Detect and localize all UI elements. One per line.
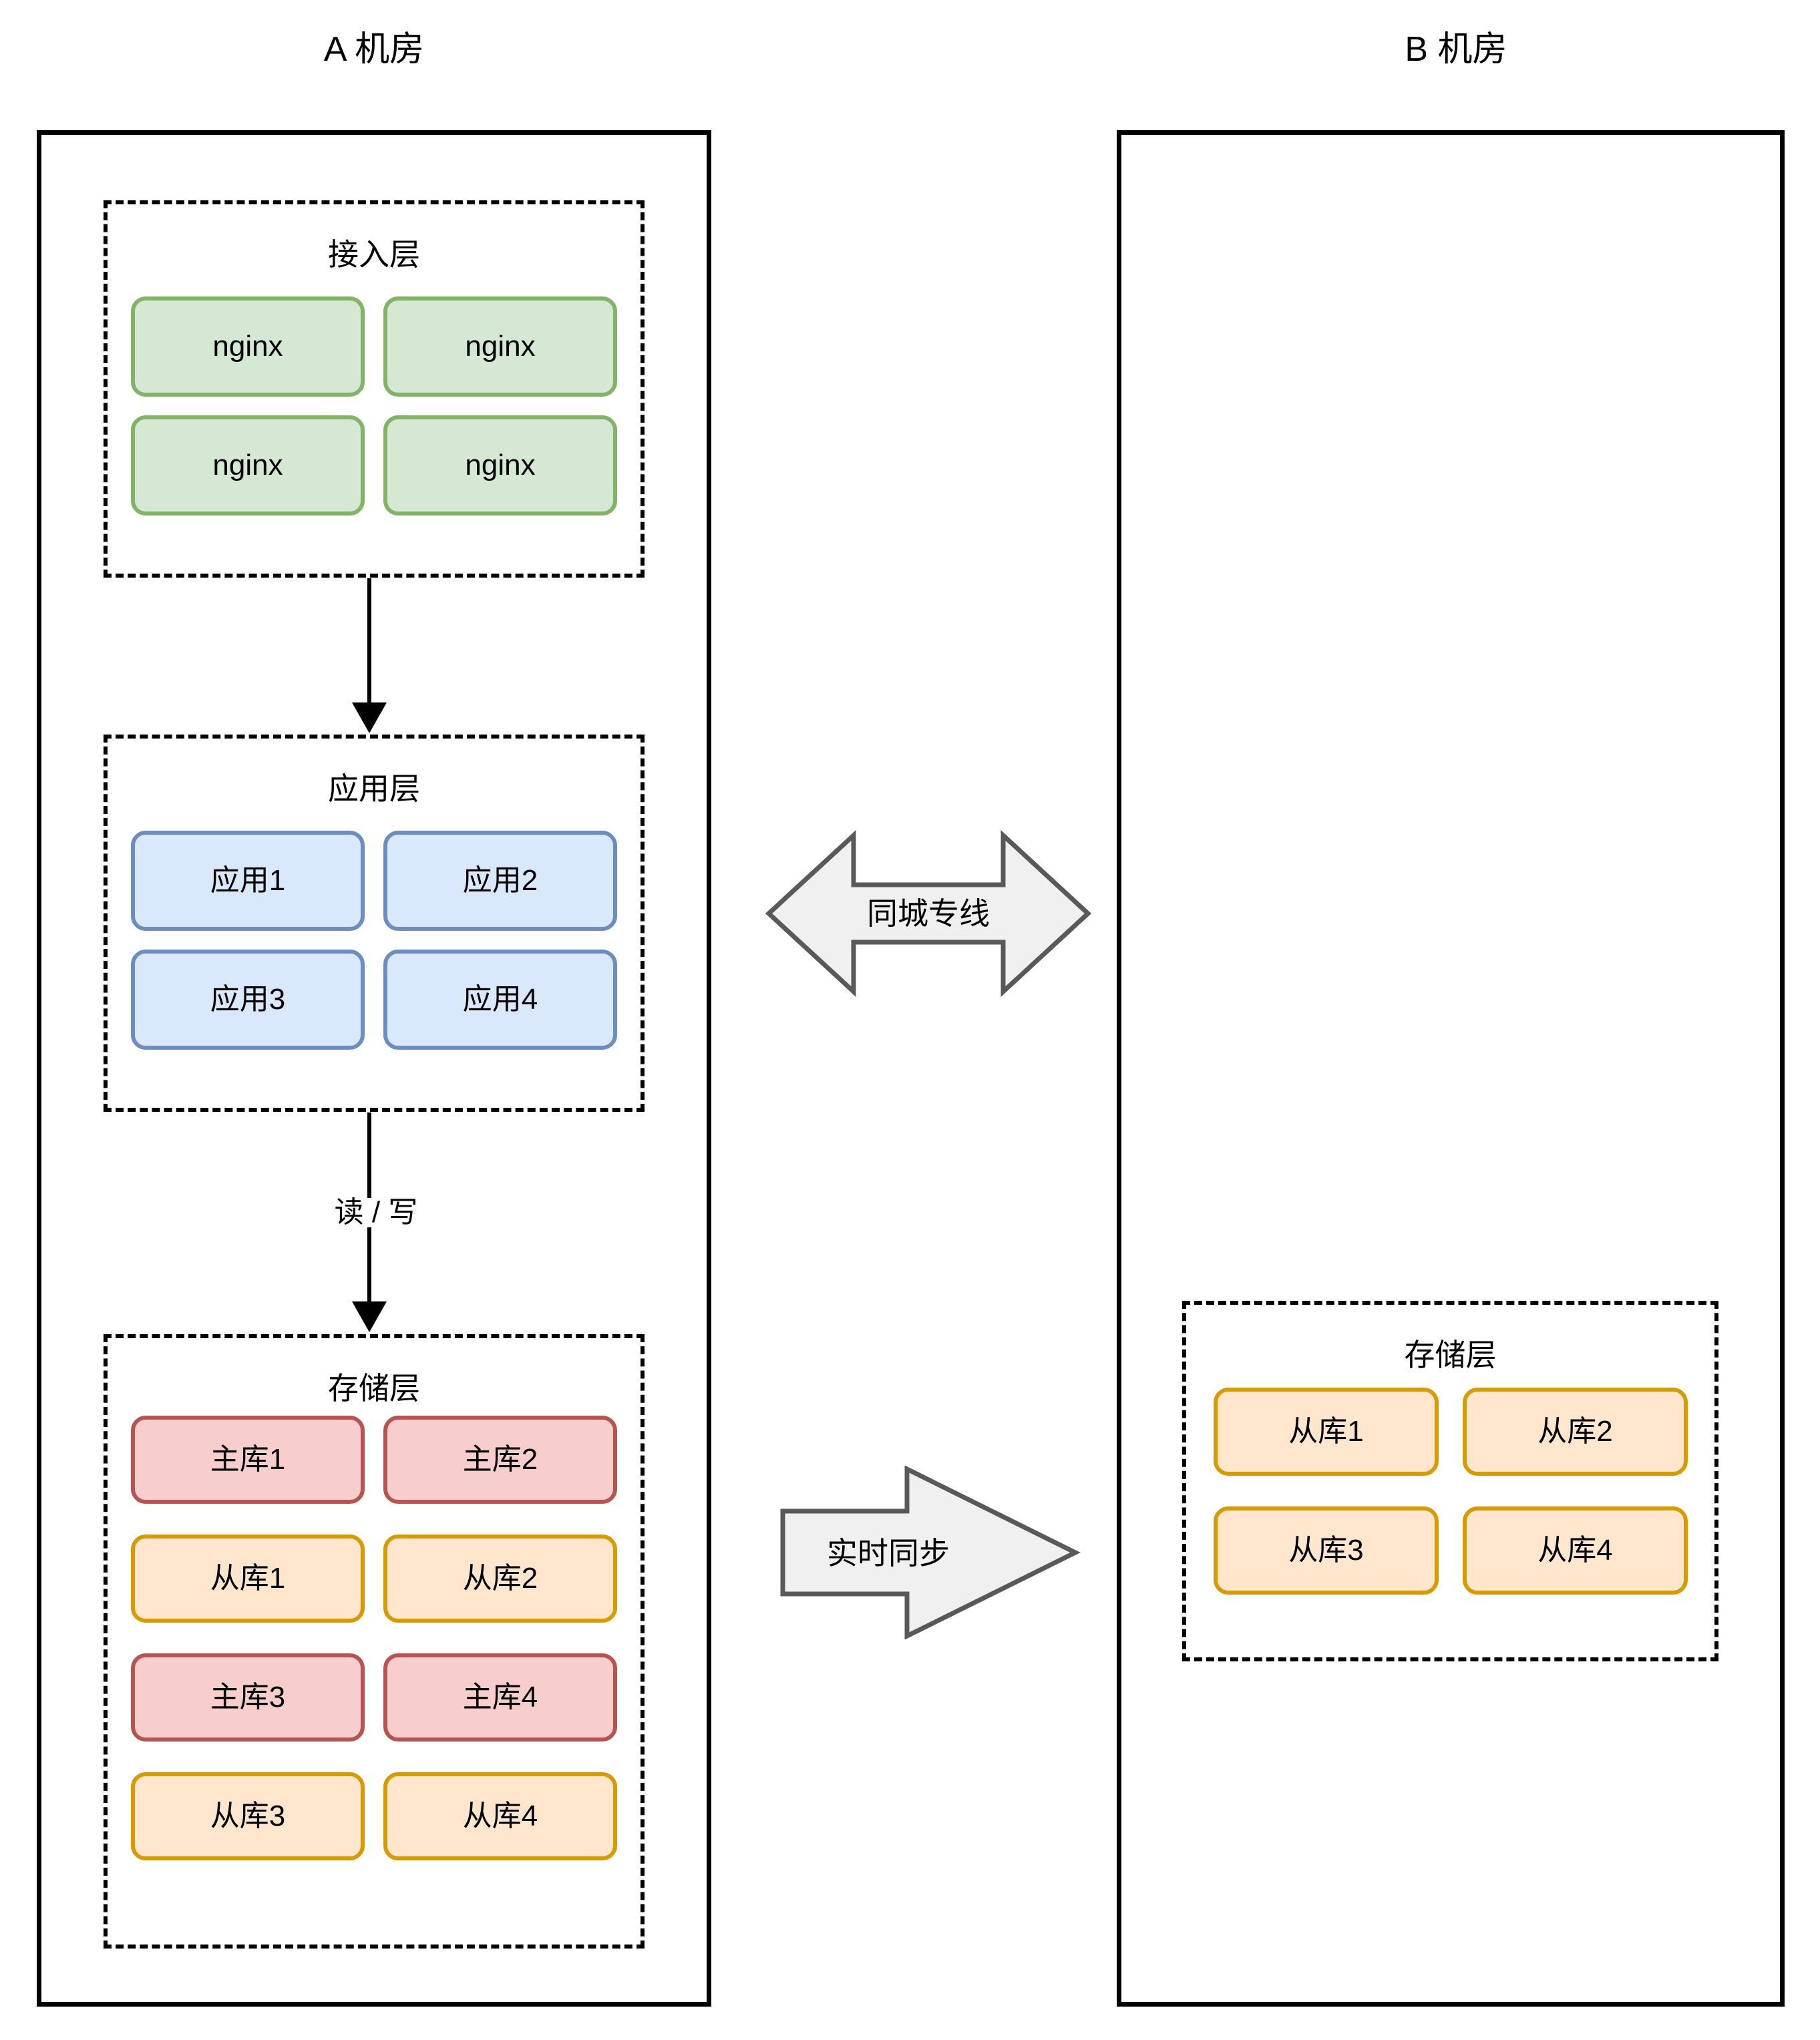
node-label: 从库2 — [1537, 1415, 1613, 1448]
room-a-title: A 机房 — [323, 30, 425, 69]
node-nginx-3[interactable]: nginx — [131, 415, 365, 516]
node-nginx-4[interactable]: nginx — [383, 415, 617, 516]
node-master-db-4[interactable]: 主库4 — [383, 1653, 617, 1742]
node-label: nginx — [212, 449, 283, 481]
node-label: 应用2 — [462, 864, 538, 897]
room-b-storage-layer: 存储层 — [1182, 1301, 1718, 1661]
node-app-3[interactable]: 应用3 — [131, 950, 365, 1050]
dedicated-line-label: 同城专线 — [867, 896, 990, 931]
node-label: 从库3 — [1288, 1534, 1364, 1567]
room-b-title: B 机房 — [1405, 30, 1507, 69]
node-label: 从库1 — [210, 1562, 286, 1595]
node-label: nginx — [465, 330, 536, 363]
node-label: 从库1 — [1288, 1415, 1364, 1448]
node-label: 主库4 — [462, 1681, 538, 1713]
node-label: 从库3 — [210, 1800, 286, 1832]
node-label: 应用1 — [210, 864, 286, 897]
node-b-slave-db-3[interactable]: 从库3 — [1214, 1506, 1439, 1595]
access-layer-title: 接入层 — [328, 237, 420, 272]
node-slave-db-2[interactable]: 从库2 — [383, 1535, 617, 1623]
node-label: 从库4 — [462, 1800, 538, 1832]
node-b-slave-db-4[interactable]: 从库4 — [1463, 1506, 1688, 1595]
node-label: 从库2 — [462, 1562, 538, 1595]
arrow-head-icon — [352, 702, 387, 733]
room-b-container — [1117, 130, 1785, 2007]
right-arrow-icon — [780, 1466, 1081, 1639]
node-label: 应用3 — [210, 983, 286, 1016]
node-label: 从库4 — [1537, 1534, 1613, 1567]
node-label: 应用4 — [462, 983, 538, 1016]
arrow-label-read-write: 读 / 写 — [269, 1198, 483, 1227]
arrow-shaft — [367, 578, 371, 705]
node-slave-db-1[interactable]: 从库1 — [131, 1535, 365, 1623]
storage-layer-title-b: 存储层 — [1404, 1338, 1497, 1372]
realtime-sync-arrow: 实时同步 — [768, 1466, 1089, 1639]
room-a-access-layer: 接入层 — [104, 200, 645, 578]
node-master-db-2[interactable]: 主库2 — [383, 1416, 617, 1504]
node-label: 主库1 — [210, 1443, 286, 1476]
node-master-db-3[interactable]: 主库3 — [131, 1653, 365, 1742]
node-label: 主库2 — [462, 1443, 538, 1476]
storage-layer-title-a: 存储层 — [328, 1371, 420, 1406]
node-app-2[interactable]: 应用2 — [383, 831, 617, 931]
node-slave-db-4[interactable]: 从库4 — [383, 1772, 617, 1860]
room-a-app-layer: 应用层 — [104, 735, 645, 1112]
dedicated-line-arrow: 同城专线 — [765, 830, 1092, 997]
node-nginx-2[interactable]: nginx — [383, 296, 617, 397]
room-a-storage-layer: 存储层 — [104, 1334, 645, 1949]
double-arrow-icon — [765, 830, 1092, 997]
node-slave-db-3[interactable]: 从库3 — [131, 1772, 365, 1860]
node-label: nginx — [465, 449, 536, 481]
node-label: 主库3 — [210, 1681, 286, 1713]
arrow-head-icon — [352, 1301, 387, 1332]
app-layer-title: 应用层 — [328, 771, 420, 806]
node-b-slave-db-1[interactable]: 从库1 — [1214, 1388, 1439, 1476]
node-b-slave-db-2[interactable]: 从库2 — [1463, 1388, 1688, 1476]
node-master-db-1[interactable]: 主库1 — [131, 1416, 365, 1504]
node-app-4[interactable]: 应用4 — [383, 950, 617, 1050]
realtime-sync-label: 实时同步 — [827, 1536, 950, 1571]
node-app-1[interactable]: 应用1 — [131, 831, 365, 931]
node-label: nginx — [212, 330, 283, 363]
node-nginx-1[interactable]: nginx — [131, 296, 365, 397]
